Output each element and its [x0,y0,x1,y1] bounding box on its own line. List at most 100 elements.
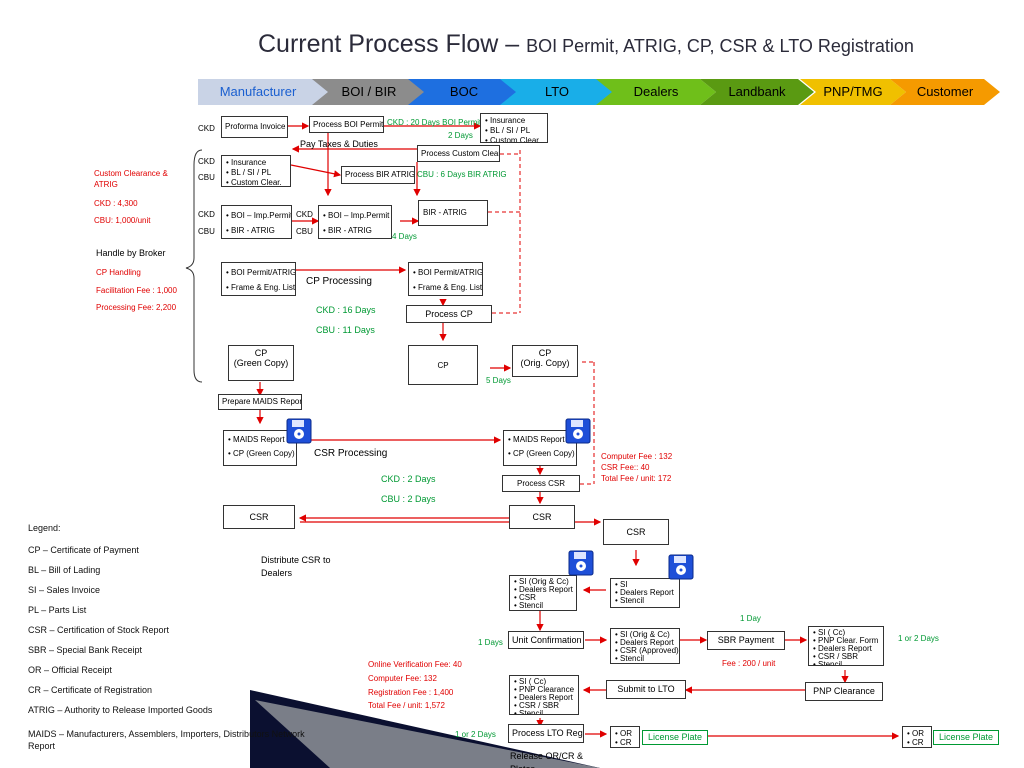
total-fee-csr: Total Fee / unit: 172 [601,474,672,483]
cp-green-doc: CP (Green Copy) [228,345,294,381]
process-lto-box: Process LTO Reg [508,724,584,743]
legend-item: PL – Parts List [28,605,87,615]
release-or-cr: Release OR/CR & Plates [510,751,584,768]
legend-item: SI – Sales Invoice [28,585,101,595]
lane-landbank: Landbank [728,84,786,99]
submit-lto-box: Submit to LTO [606,680,686,699]
process-cp-box: Process CP [406,305,492,323]
maids-doc-right: • MAIDS Report• CP (Green Copy) [503,430,577,466]
process-customs-box: Process Custom Clearance [417,145,500,162]
insurance-doc-top: • Insurance• BL / SI / PL• Custom Clear. [480,113,548,143]
label-ckd-3: CKD [198,210,215,219]
lane-dealers: Dealers [633,84,679,99]
floppy-disk-icon [565,418,591,444]
label-ckd-4: CKD [296,210,313,219]
distribute-csr: Distribute CSR to Dealers [261,555,331,578]
legend-title: Legend: [28,523,61,533]
ckd-20-days: CKD : 20 Days BOI Permit [387,118,482,127]
lane-chevron-boi-bir [312,79,426,105]
cp-doc: CP [408,345,478,385]
csr-processing: CSR Processing [314,448,388,459]
floppy-disk-icon [286,418,312,444]
lane-boi-bir: BOI / BIR [341,84,397,99]
process-csr-box: Process CSR [502,475,580,492]
pay-taxes: Pay Taxes & Duties [300,139,378,149]
lane-chevron-landbank [700,79,814,105]
proforma-invoice-box: Proforma Invoice [221,116,288,138]
bir-atrig-doc: BIR - ATRIG [418,200,488,226]
note-facilitation-fee: Facilitation Fee : 1,000 [96,286,177,295]
label-ckd: CKD [198,124,215,133]
slide-title: Current Process Flow – BOI Permit, ATRIG… [258,30,914,59]
five-days: 5 Days [486,376,511,385]
cbu-2-days: CBU : 2 Days [381,494,436,504]
four-days: 4 Days [392,232,417,241]
note-cbu-1000: CBU: 1,000/unit [94,216,151,225]
legend-item: BL – Bill of Lading [28,565,101,575]
lane-customer: Customer [916,84,974,99]
total-fee-lto: Total Fee / unit: 1,572 [368,701,445,710]
boi-imp-doc-left: • BOI – Imp.Permit• BIR - ATRIG [221,205,292,239]
floppy-disk-icon [668,554,694,580]
lane-chevron-manufacturer [198,79,330,105]
registration-fee: Registration Fee : 1,400 [368,688,454,697]
lane-chevron-dealers [596,79,716,105]
one-days: 1 Days [478,638,503,647]
insurance-doc-left: • Insurance• BL / SI / PL• Custom Clear. [221,155,291,187]
cbu-6-days: CBU : 6 Days BIR ATRIG [417,170,507,179]
computer-fee-2: Computer Fee: 132 [368,674,437,683]
legend-item: CSR – Certification of Stock Report [28,625,170,635]
one-or-two-days: 1 or 2 Days [898,634,939,643]
lane-chevron-pnp-tmg [800,79,906,105]
si-doc-approved: • SI (Orig & Cc)• Dealers Report• CSR (A… [610,628,680,664]
note-handle-broker: Handle by Broker [96,248,166,258]
legend-item: OR – Official Receipt [28,665,112,675]
csr-doc-left: CSR [223,505,295,529]
lane-pnp-tmg: PNP/TMG [823,84,883,99]
license-plate-customer: License Plate [933,730,999,745]
label-cbu-2: CBU [198,173,215,182]
si-doc-dealer: • SI (Orig & Cc)• Dealers Report• CSR• S… [509,575,577,611]
csr-doc-mid: CSR [509,505,575,529]
title-main: Current Process Flow – [258,30,520,58]
license-plate-dealer: License Plate [642,730,708,745]
one-or-two-days-2: 1 or 2 Days [455,730,496,739]
legend-item: SBR – Special Bank Receipt [28,645,143,655]
process-bir-box: Process BIR ATRIG [341,166,415,184]
note-ckd-4300: CKD : 4,300 [94,199,138,208]
legend-item: CR – Certificate of Registration [28,685,153,695]
boi-permit-doc-left: • BOI Permit/ATRIG• Frame & Eng. List [221,262,296,296]
process-boi-box: Process BOI Permit [309,116,384,133]
lane-boc: BOC [449,84,479,99]
csr-doc-right: CSR [603,519,669,545]
label-ckd-2: CKD [198,157,215,166]
online-fee: Online Verification Fee: 40 [368,660,462,669]
fee-200: Fee : 200 / unit [722,659,776,668]
floppy-disk-icon [568,550,594,576]
lane-lto: LTO [544,84,570,99]
pnp-clearance-box: PNP Clearance [805,682,883,701]
note-cp-handling: CP Handling [96,268,141,277]
ckd-2-days: CKD : 2 Days [381,474,436,484]
lane-manufacturer: Manufacturer [219,84,297,99]
or-cr-doc-customer: • OR• CR [902,726,932,748]
legend-item: MAIDS – Manufacturers, Assemblers, Impor… [28,729,305,751]
cp-orig-doc: CP (Orig. Copy) [512,345,578,377]
two-days: 2 Days [448,131,473,140]
or-cr-doc-dealer: • OR• CR [610,726,640,748]
csr-fee: CSR Fee:: 40 [601,463,650,472]
lane-chevron-boc [408,79,520,105]
cbu-11-days: CBU : 11 Days [316,325,375,335]
legend-item: ATRIG – Authority to Release Imported Go… [28,705,213,715]
boi-imp-doc-mid: • BOI – Imp.Permit• BIR - ATRIG [318,205,392,239]
label-cbu-3: CBU [198,227,215,236]
one-day: 1 Day [740,614,761,623]
lane-chevron-customer [890,79,1000,105]
label-cbu-4: CBU [296,227,313,236]
sbr-payment-box: SBR Payment [707,631,785,650]
si-cc-doc-pnp: • SI ( Cc)• PNP Clear. Form• Dealers Rep… [808,626,884,666]
si-doc-lto: • SI• Dealers Report• Stencil [610,578,680,608]
si-cc-doc-lto: • SI ( Cc)• PNP Clearance• Dealers Repor… [509,675,579,715]
